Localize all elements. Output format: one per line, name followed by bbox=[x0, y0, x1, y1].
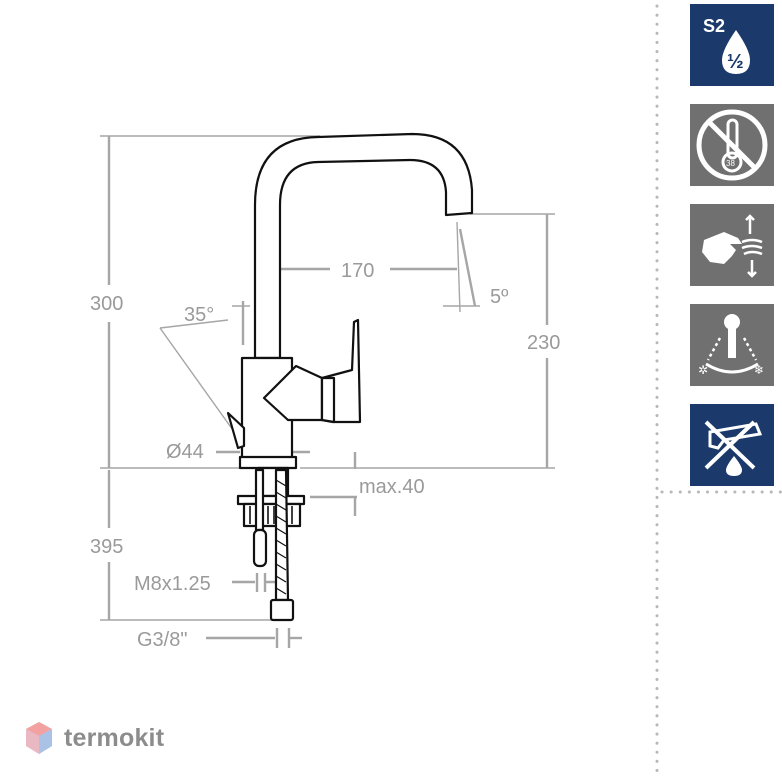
dimension-stud-thread: M8x1.25 bbox=[134, 573, 285, 595]
badge-no-thermostat: 38 bbox=[690, 104, 774, 186]
badge-water-saving-label: S2 bbox=[703, 16, 725, 36]
label-height-total: 300 bbox=[90, 293, 123, 315]
dimension-hose-thread: G3/8" bbox=[137, 628, 302, 651]
dimension-spout-angle: 5º bbox=[443, 221, 509, 313]
mounting-assembly bbox=[236, 466, 306, 622]
dimension-below-counter: 395 bbox=[90, 470, 275, 621]
dimension-spout-reach: 170 bbox=[266, 256, 457, 282]
threaded-stud bbox=[254, 468, 265, 532]
dimension-height-total: 300 bbox=[90, 135, 320, 469]
brand-name: termokit bbox=[64, 723, 165, 752]
badge-hand-flow bbox=[690, 204, 774, 286]
label-spout-angle: 5º bbox=[490, 286, 509, 308]
brand-logo: termokit bbox=[24, 716, 164, 760]
brand-cube-icon bbox=[26, 722, 52, 754]
flexible-hose bbox=[274, 468, 290, 602]
dimension-lever-angle: 35° bbox=[159, 301, 250, 441]
spout-tube bbox=[253, 132, 474, 360]
svg-text:38: 38 bbox=[726, 159, 735, 168]
label-lever-angle: 35° bbox=[184, 304, 214, 326]
badge-hot-cold: ✲ ❄ bbox=[690, 304, 774, 386]
water-drop-small-icon bbox=[726, 456, 742, 476]
hand-icon bbox=[702, 232, 742, 264]
dimension-spout-height: 230 bbox=[300, 213, 560, 469]
label-base-diameter: Ø44 bbox=[166, 441, 204, 463]
hose-nut bbox=[269, 598, 295, 622]
dimension-base-diameter: Ø44 bbox=[166, 441, 310, 463]
side-knob bbox=[226, 411, 246, 450]
label-spout-height: 230 bbox=[527, 332, 560, 354]
badge-water-saving: S2 ½ bbox=[690, 4, 774, 86]
faucet-outline bbox=[226, 132, 474, 470]
badge-water-saving-fraction: ½ bbox=[727, 51, 744, 73]
stud-end bbox=[252, 528, 268, 568]
dimension-max-thickness: max.40 bbox=[310, 452, 425, 516]
badge-no-pullout bbox=[690, 404, 774, 486]
label-max-thickness: max.40 bbox=[359, 476, 425, 498]
water-drop-icon bbox=[722, 30, 750, 74]
label-spout-reach: 170 bbox=[341, 260, 374, 282]
shower-head-icon bbox=[724, 314, 740, 330]
label-stud-thread: M8x1.25 bbox=[134, 573, 211, 595]
label-hose-thread: G3/8" bbox=[137, 629, 187, 651]
svg-text:❄: ❄ bbox=[754, 363, 764, 377]
base-flange bbox=[238, 455, 298, 470]
label-below-counter: 395 bbox=[90, 536, 123, 558]
washer-plate bbox=[236, 494, 306, 506]
handle-lever-front bbox=[320, 376, 336, 424]
svg-text:✲: ✲ bbox=[698, 363, 708, 377]
